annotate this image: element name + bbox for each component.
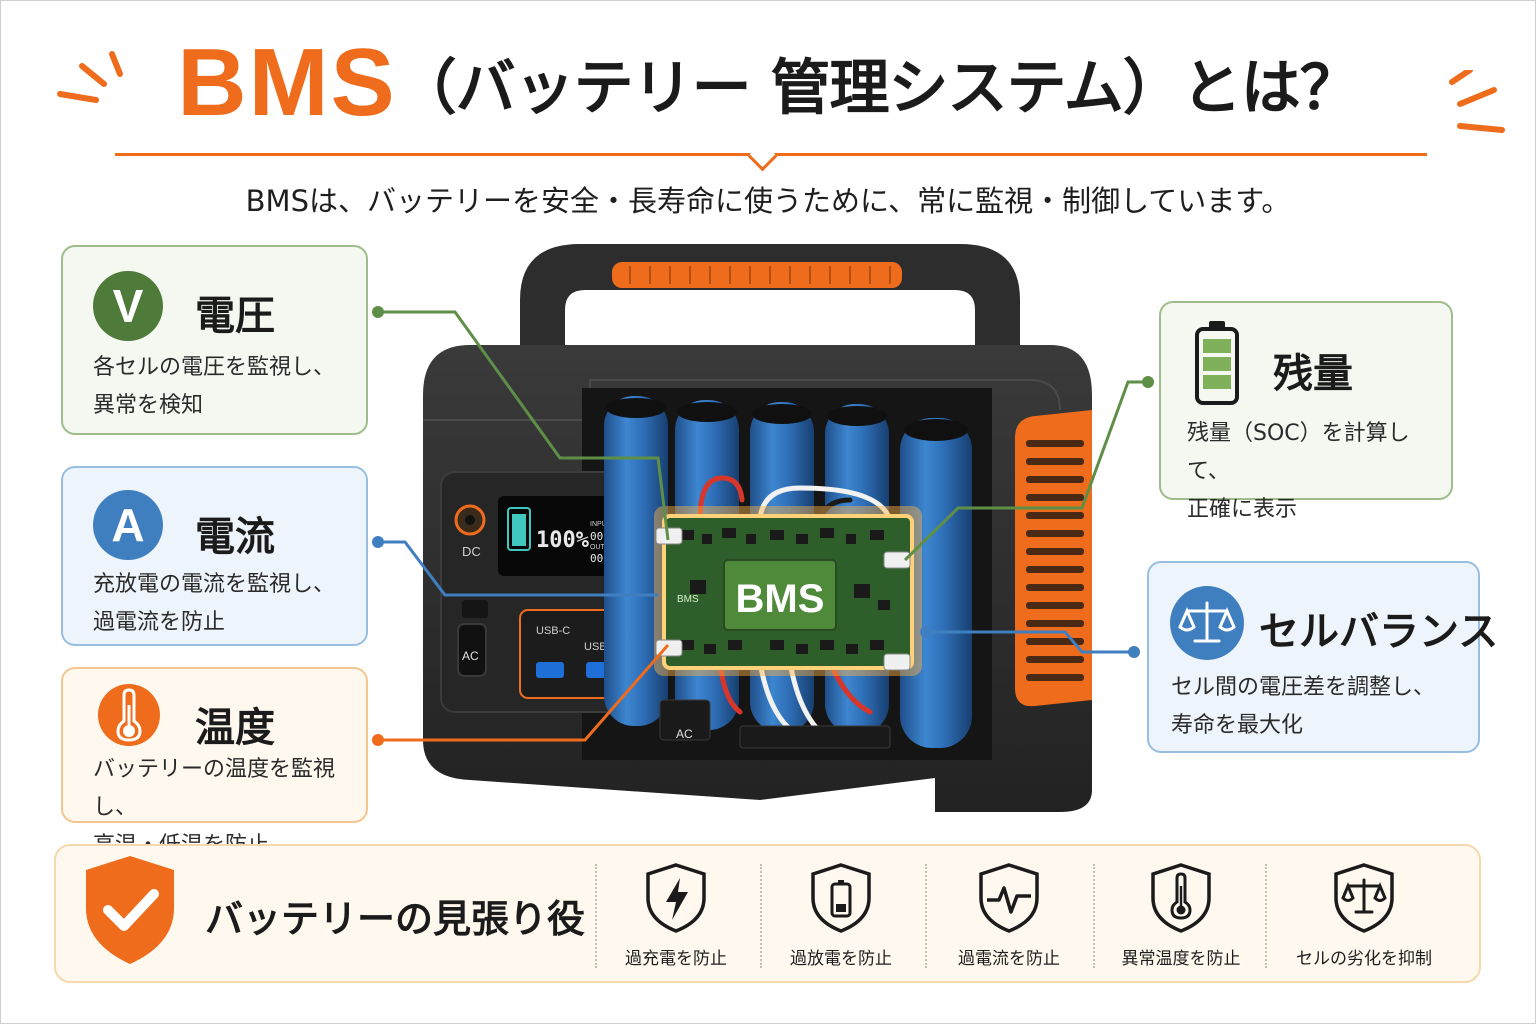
dc-label: DC: [462, 544, 481, 559]
separator: [760, 864, 762, 968]
current-title: 電流: [195, 514, 275, 560]
handle: [520, 244, 1020, 370]
feature-degradation: セルの劣化を抑制: [1279, 862, 1449, 974]
voltage-title: 電圧: [195, 293, 275, 339]
separator: [1265, 864, 1267, 968]
balance-desc: セル間の電圧差を調整し、 寿命を最大化: [1171, 675, 1436, 738]
display-percent: 100%: [536, 528, 590, 553]
card-balance: セルバランス セル間の電圧差を調整し、 寿命を最大化: [1147, 561, 1498, 753]
current-desc: 充放電の電流を監視し、 過電流を防止: [93, 572, 336, 635]
bms-board-label: BMS: [736, 577, 825, 621]
callout-lines: [378, 310, 1148, 742]
battery-icon: [1195, 321, 1239, 405]
feature-label: 過放電を防止: [790, 949, 892, 969]
display-input-label: INPUT: [590, 521, 612, 528]
temperature-title: 温度: [195, 705, 275, 751]
subtitle: BMSは、バッテリーを安全・長寿命に使うために、常に監視・制御しています。: [245, 184, 1291, 218]
burst-right-icon: [1449, 70, 1505, 133]
feature-temperature: 異常温度を防止: [1096, 862, 1266, 974]
lightning-shield-icon: [646, 863, 706, 933]
card-voltage: V 電圧 各セルの電圧を監視し、 異常を検知: [61, 245, 368, 435]
bms-board-code: BMS: [677, 594, 699, 605]
feature-overcharge: 過充電を防止: [591, 862, 761, 974]
scale-shield-icon: [1334, 863, 1394, 933]
title-rest: （バッテリー 管理システム）とは？: [396, 53, 1360, 124]
check-shield-icon: [86, 856, 174, 964]
feature-label: 過電流を防止: [958, 949, 1060, 969]
feature-overdischarge: 過放電を防止: [756, 862, 926, 974]
separator: [925, 864, 927, 968]
separator: [595, 864, 597, 968]
balance-title: セルバランス: [1259, 609, 1499, 655]
pulse-shield-icon: [979, 863, 1039, 933]
ac-label-bottom: AC: [676, 727, 693, 741]
soc-desc: 残量（SOC）を計算して、 正確に表示: [1187, 421, 1410, 522]
burst-left-icon: [57, 51, 123, 103]
bottom-band: [54, 844, 1481, 983]
feature-label: セルの劣化を抑制: [1296, 949, 1432, 969]
callout-dots: [372, 306, 1154, 746]
side-vent: [1015, 410, 1092, 707]
voltage-desc: 各セルの電圧を監視し、 異常を検知: [93, 355, 336, 418]
page-title: BMS（バッテリー 管理システム）とは？: [0, 28, 1536, 138]
battery-shield-icon: [811, 863, 871, 933]
bms-board: [654, 506, 922, 676]
current-badge: A: [93, 490, 163, 560]
card-soc: 残量 残量（SOC）を計算して、 正確に表示: [1159, 301, 1453, 522]
ac-label-front: AC: [462, 649, 479, 663]
front-panel: [440, 471, 638, 713]
title-highlight: BMS: [177, 29, 397, 136]
feature-overcurrent: 過電流を防止: [924, 862, 1094, 974]
feature-label: 過充電を防止: [625, 949, 727, 969]
soc-title: 残量: [1273, 351, 1353, 397]
card-current: A 電流 充放電の電流を監視し、 過電流を防止: [61, 466, 368, 646]
voltage-badge: V: [93, 271, 163, 341]
card-temperature: 温度 バッテリーの温度を監視し、 高温・低温を防止: [61, 667, 368, 858]
thermometer-icon: [98, 684, 160, 746]
separator: [1093, 864, 1095, 968]
thermometer-shield-icon: [1151, 863, 1211, 933]
bottom-title: バッテリーの見張り役: [205, 897, 586, 941]
usbc-label: USB-C: [536, 625, 570, 637]
feature-label: 異常温度を防止: [1121, 949, 1241, 969]
scale-icon: [1170, 586, 1244, 660]
